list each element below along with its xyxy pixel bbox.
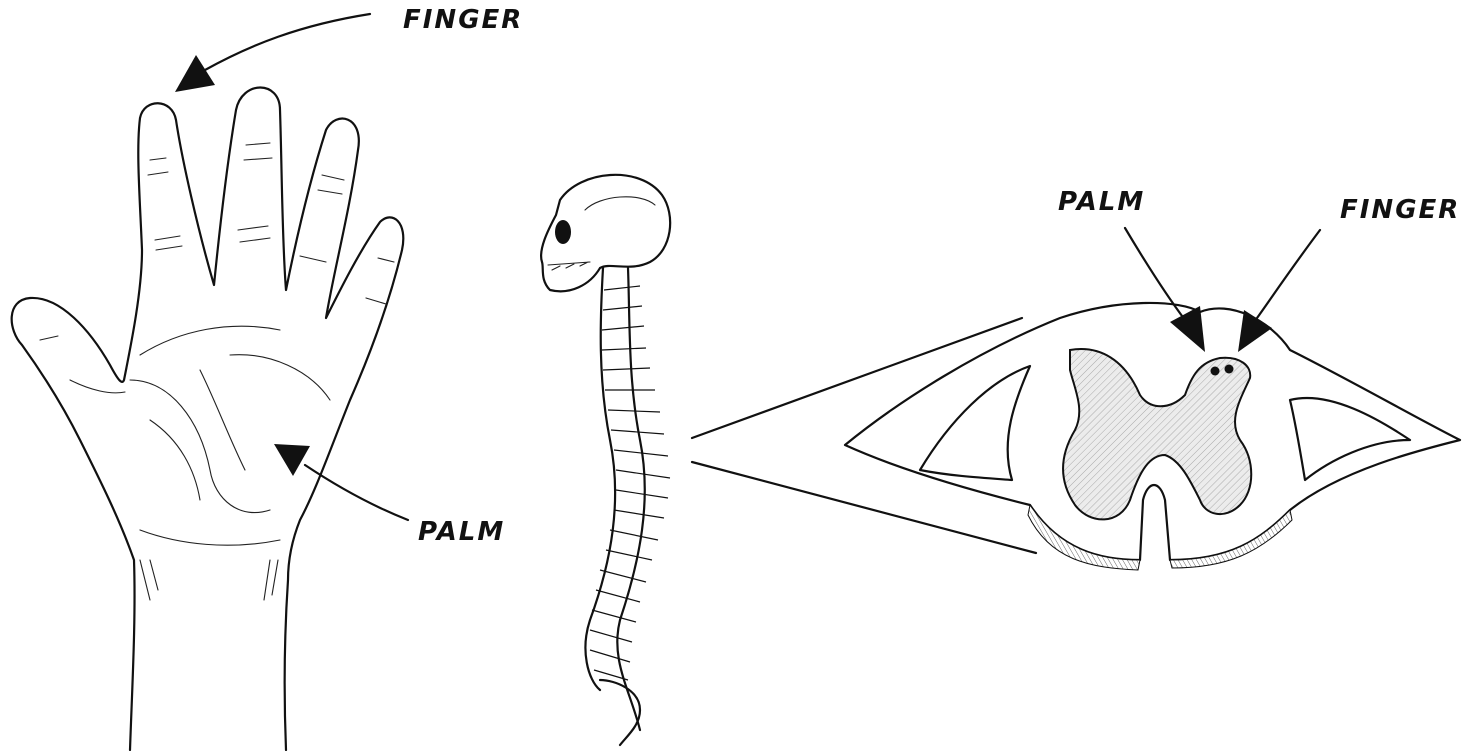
cord-palm-label: PALM: [1058, 187, 1146, 217]
palm-arrow-head: [274, 444, 310, 476]
zoom-lines: [690, 316, 1038, 555]
gray-matter: [1062, 348, 1253, 521]
skull-outline: [540, 173, 672, 293]
spine-front: [584, 266, 617, 692]
cord-finger-arrow-head: [1238, 310, 1272, 352]
hand-outline: [10, 86, 405, 752]
spine-back: [616, 266, 646, 732]
cord-finger-label: FINGER: [1340, 195, 1461, 225]
finger-tract-dot: [1224, 364, 1234, 374]
finger-arrow-head: [175, 55, 215, 92]
cord-palm-arrow-head: [1170, 306, 1205, 352]
hand-drawing: [10, 12, 410, 752]
palm-tract-dot: [1210, 366, 1220, 376]
skeleton-drawing: [540, 173, 672, 747]
spinal-cord-cross-section: [843, 226, 1462, 571]
hand-finger-label: FINGER: [403, 5, 524, 35]
hand-palm-label: PALM: [418, 517, 506, 547]
